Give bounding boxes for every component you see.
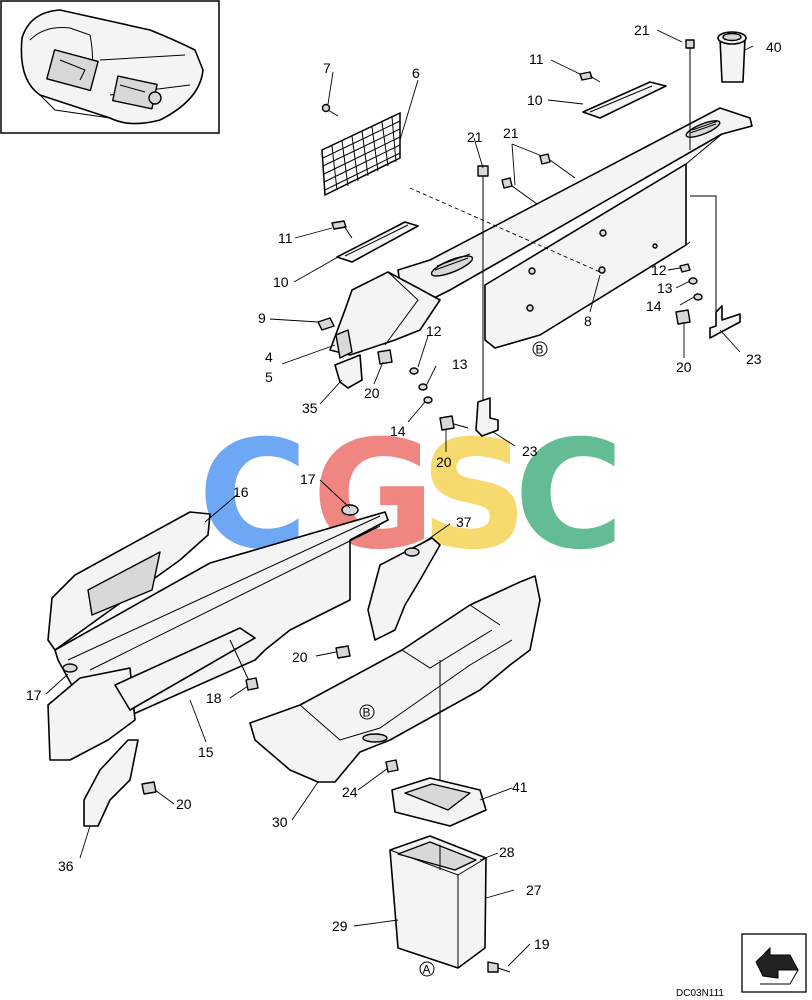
watermark-letter-3: S — [420, 409, 528, 583]
leader-lines — [45, 29, 754, 967]
watermark: C G S C — [198, 409, 624, 583]
plate-10-upper — [582, 81, 667, 119]
callout-label: 13 — [657, 280, 673, 296]
callout-label: 13 — [452, 356, 468, 372]
callout-label: 5 — [265, 369, 273, 385]
ashtray — [717, 31, 747, 83]
watermark-letter-4: C — [514, 409, 624, 583]
callout-label: 20 — [676, 359, 692, 375]
callout-label: 41 — [512, 779, 528, 795]
bracket-23-right — [709, 305, 741, 339]
callout-label: 8 — [584, 313, 592, 329]
callout-label: 20 — [176, 796, 192, 812]
reference-markers: B B A — [359, 341, 548, 977]
callout-label: 23 — [746, 351, 762, 367]
lower-box-assembly — [389, 777, 511, 973]
storage-net — [321, 111, 401, 197]
callout-label: 20 — [364, 385, 380, 401]
callout-label: 20 — [292, 649, 308, 665]
callout-label: 12 — [651, 262, 667, 278]
bracket-35 — [334, 354, 363, 389]
box-27 — [389, 835, 487, 969]
side-bracket-37 — [367, 537, 441, 641]
callout-label: 21 — [634, 22, 650, 38]
callout-label: 24 — [342, 784, 358, 800]
callout-label: 23 — [522, 443, 538, 459]
lower-side-panel — [47, 667, 136, 761]
callout-label: 11 — [529, 51, 544, 67]
callout-label: 17 — [26, 687, 42, 703]
callout-label: 15 — [198, 744, 214, 760]
callout-label: 14 — [646, 298, 662, 314]
callout-label: 27 — [526, 882, 542, 898]
callout-label: 30 — [272, 814, 288, 830]
callout-labels: 21 40 11 7 6 10 21 21 11 10 12 13 14 9 1… — [26, 22, 782, 952]
callout-label: 12 — [426, 323, 442, 339]
callout-label: 36 — [58, 858, 74, 874]
callout-label: 4 — [265, 349, 273, 365]
callout-label: 10 — [273, 274, 289, 290]
drawing-code: DC03N111 — [676, 988, 724, 999]
middle-console-assembly — [47, 504, 441, 827]
callout-label: 35 — [302, 400, 318, 416]
reference-marker-b: B — [363, 706, 371, 720]
fastener-bolts-upper — [321, 39, 695, 431]
reference-marker-a: A — [423, 963, 431, 977]
callout-label: 14 — [390, 423, 406, 439]
upper-console-assembly — [317, 31, 753, 437]
side-bracket-36 — [83, 739, 139, 827]
callout-label: 16 — [233, 484, 249, 500]
callout-label: 7 — [323, 60, 331, 76]
callout-label: 10 — [527, 92, 543, 108]
bracket-23-lower — [475, 397, 499, 437]
callout-label: 40 — [766, 39, 782, 55]
inner-tray — [114, 627, 256, 711]
callout-label: 28 — [499, 844, 515, 860]
callout-label: 21 — [467, 129, 483, 145]
callout-label: 6 — [412, 65, 420, 81]
inset-seat-icon — [0, 0, 220, 134]
plate-10-lower — [336, 221, 419, 263]
callout-label: 37 — [456, 514, 472, 530]
callout-label: 17 — [300, 471, 316, 487]
callout-label: 29 — [332, 918, 348, 934]
callout-label: 20 — [436, 454, 452, 470]
direction-arrow-icon — [741, 933, 807, 993]
callout-label: 11 — [278, 230, 293, 246]
reference-marker-b: B — [536, 343, 544, 357]
callout-label: 21 — [503, 125, 519, 141]
callout-label: 18 — [206, 690, 222, 706]
callout-label: 19 — [534, 936, 550, 952]
callout-label: 9 — [258, 310, 266, 326]
vent-grille — [430, 120, 721, 277]
